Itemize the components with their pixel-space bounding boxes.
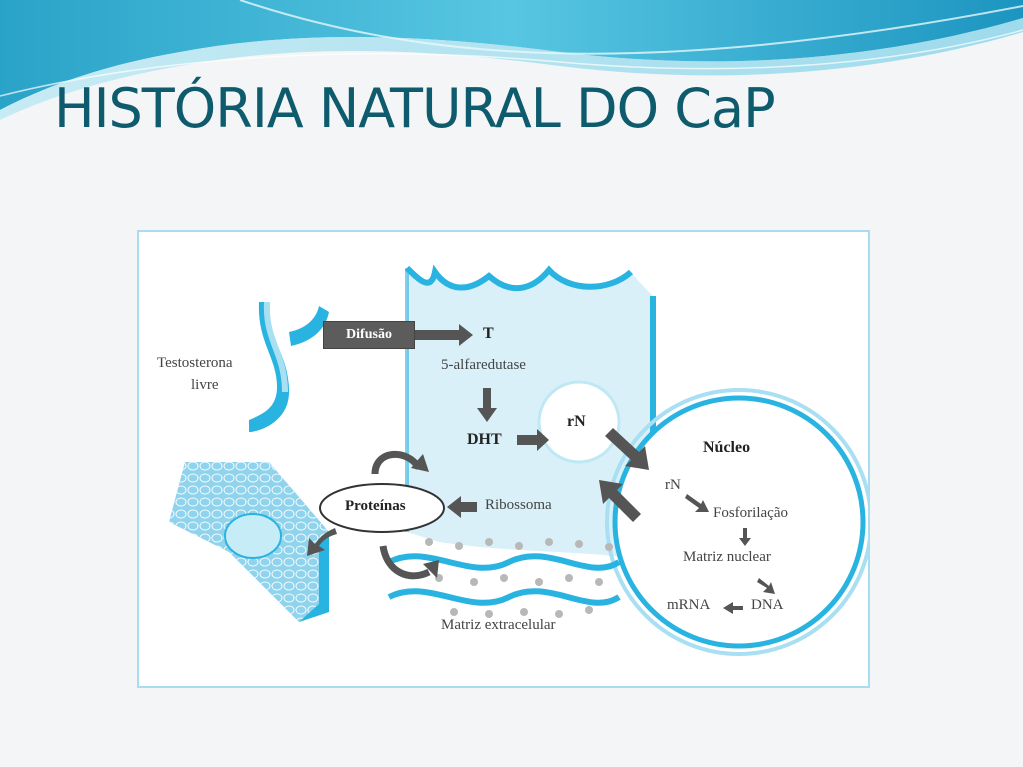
- recycle-arrowheads: [411, 454, 439, 578]
- label-dht: DHT: [467, 431, 502, 448]
- diagram-frame: Testosterona livre Difusão T 5-alfaredut…: [137, 230, 870, 688]
- label-nucleus: Núcleo: [703, 439, 751, 456]
- blood-vessel: [249, 301, 329, 432]
- proteins-ellipse: [319, 483, 445, 533]
- header-wave-decoration: [0, 0, 1023, 120]
- label-ribosome: Ribossoma: [485, 497, 552, 513]
- label-mrna: mRNA: [667, 597, 711, 613]
- neighbor-cell: [169, 462, 329, 622]
- diffusion-box: Difusão: [323, 321, 415, 349]
- label-enzyme: 5-alfaredutase: [441, 357, 526, 373]
- nucleus: [605, 388, 868, 656]
- pathway-arrows: [307, 324, 775, 614]
- label-receptor: rN: [567, 413, 586, 430]
- label-testosterone: T: [483, 325, 494, 342]
- label-extracellular-matrix: Matriz extracelular: [441, 617, 556, 633]
- label-nuclear-matrix: Matriz nuclear: [683, 549, 771, 565]
- label-phosphorylation: Fosforilação: [713, 505, 788, 521]
- label-free-testosterone-1: Testosterona: [157, 355, 233, 371]
- label-proteins: Proteínas: [345, 498, 406, 514]
- diagram-illustration: [169, 264, 868, 656]
- extracellular-matrix: [387, 538, 621, 618]
- label-free-testosterone-2: livre: [191, 377, 219, 393]
- label-nucleus-receptor: rN: [665, 477, 681, 493]
- slide-title: HISTÓRIA NATURAL DO CaP: [54, 77, 776, 140]
- recycle-arrows: [371, 450, 431, 580]
- label-dna: DNA: [751, 597, 784, 613]
- receptor-circle: [537, 380, 621, 464]
